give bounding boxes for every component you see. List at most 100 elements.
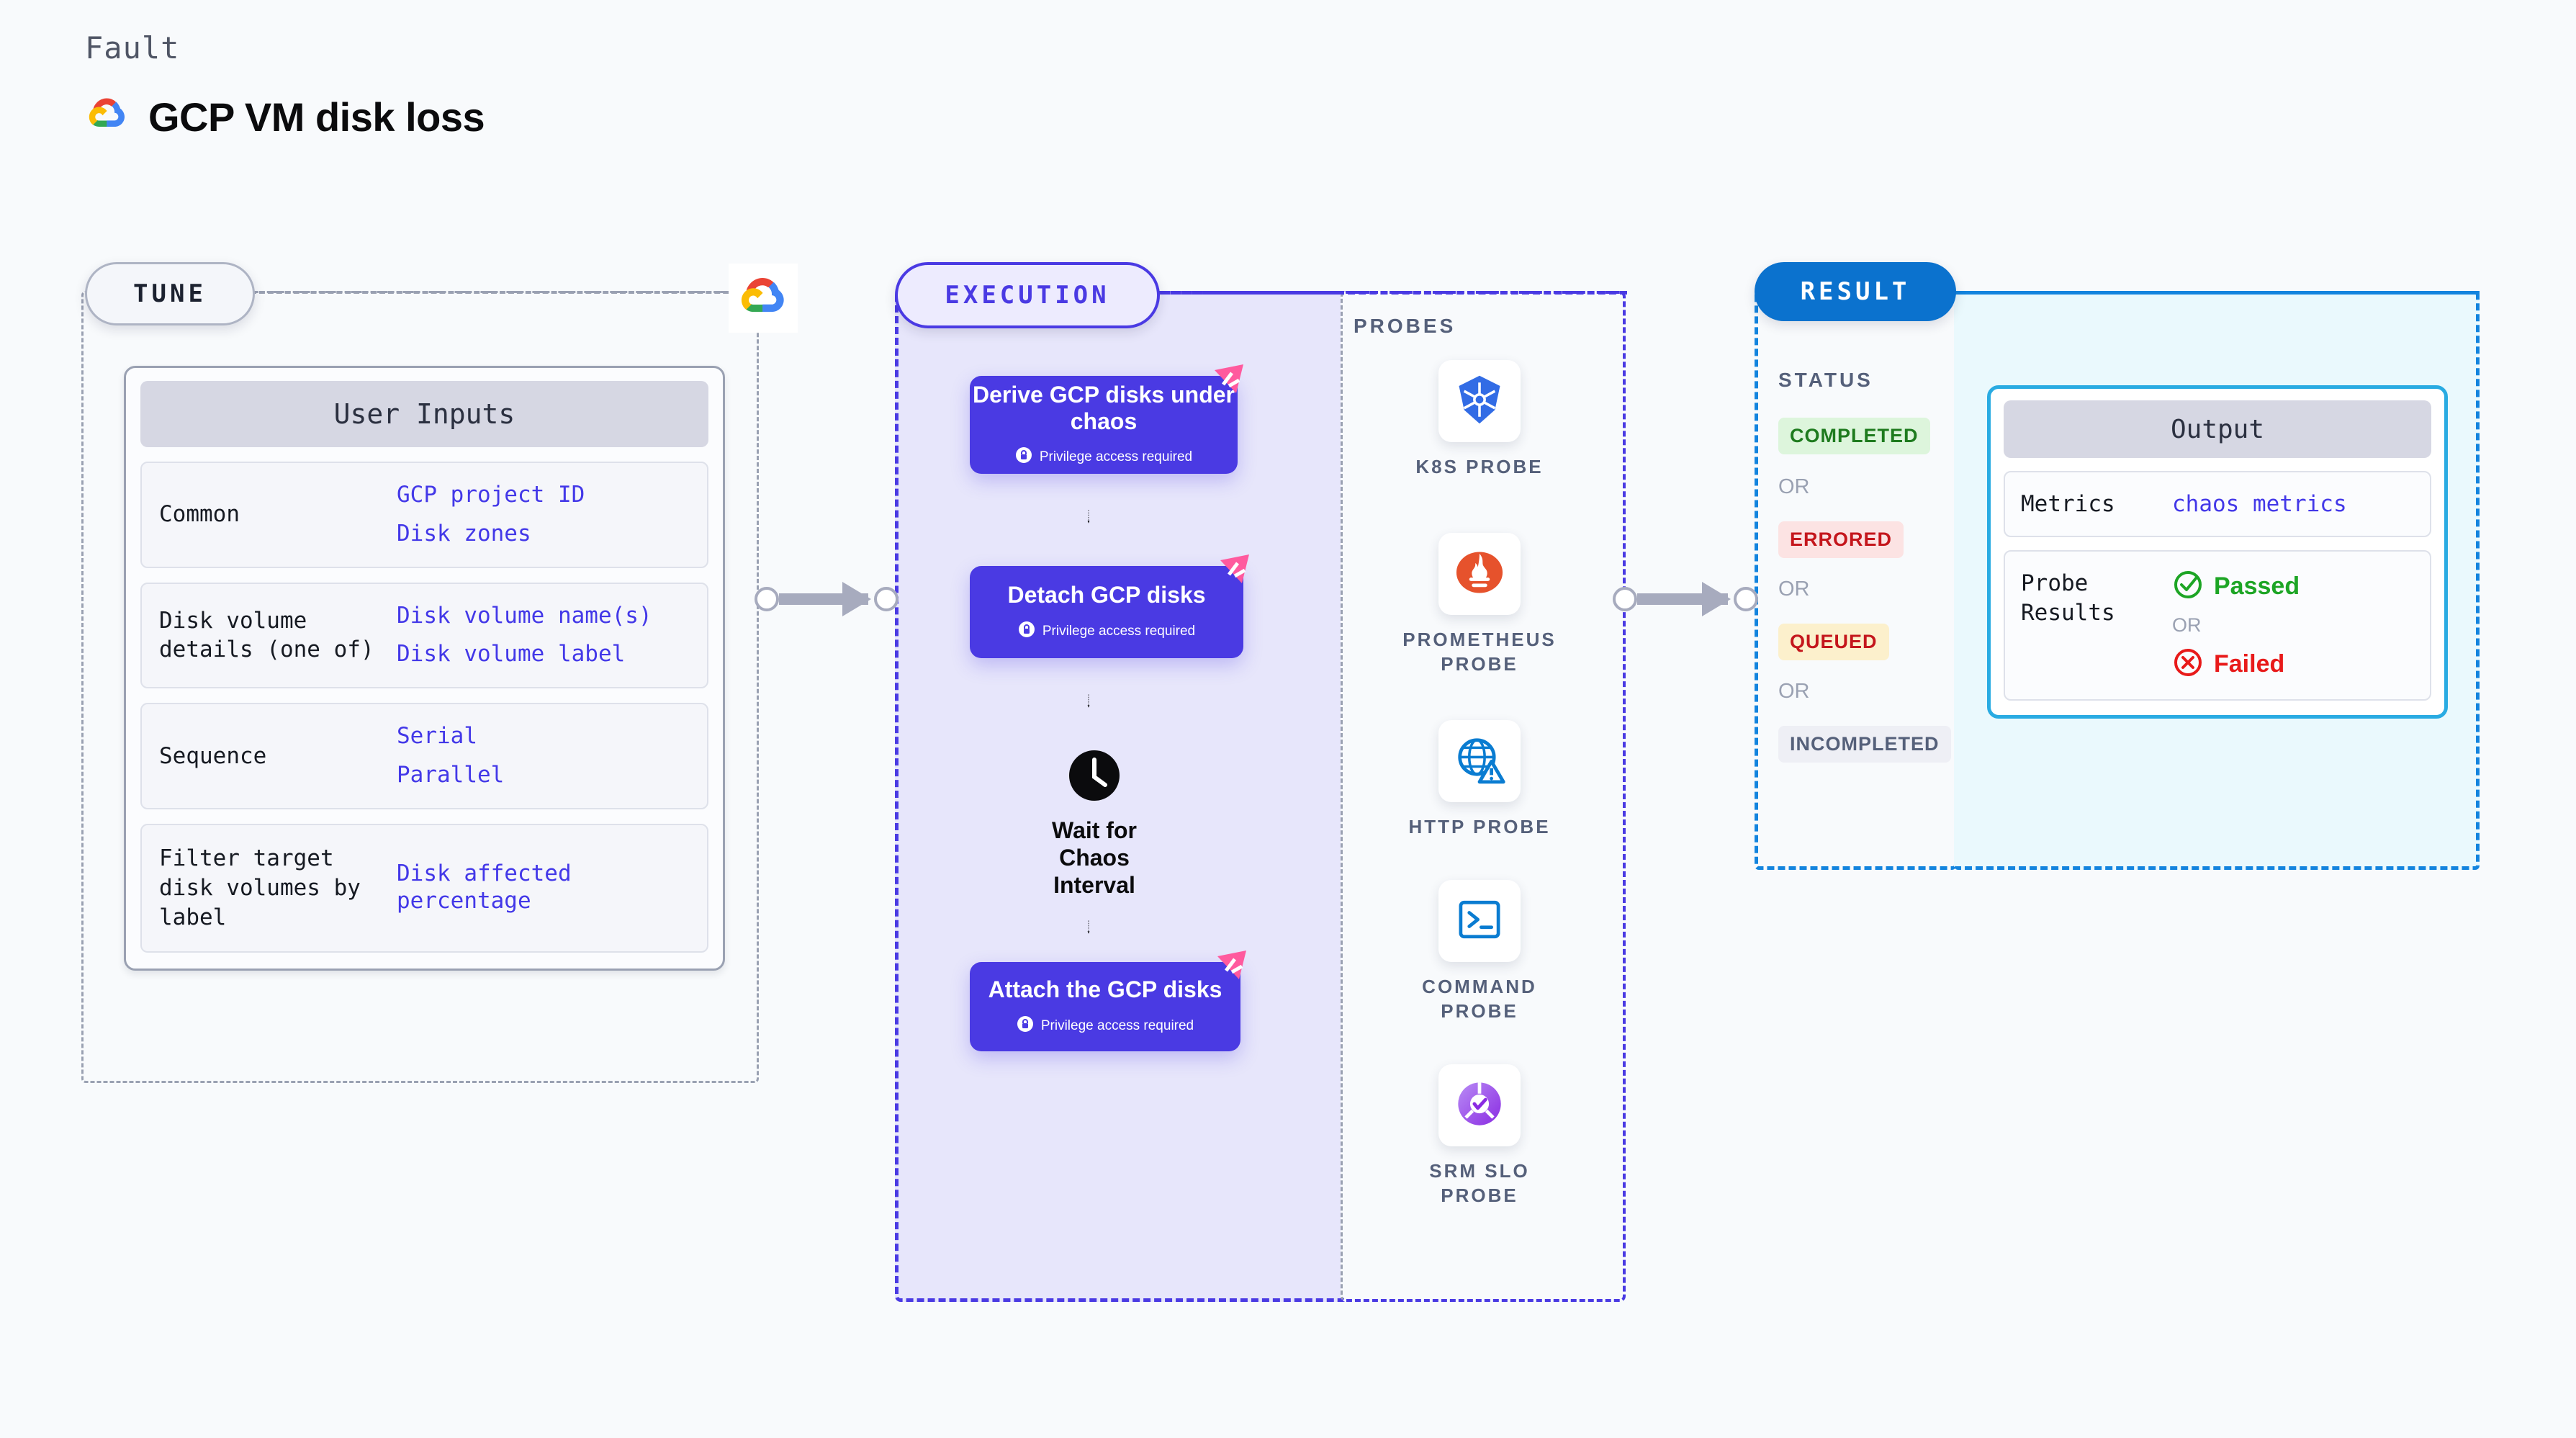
probe-item-command[interactable]: COMMAND PROBE bbox=[1397, 880, 1562, 1024]
status-or: OR bbox=[1778, 578, 1810, 601]
output-probe-results-row[interactable]: Probe Results Passed OR bbox=[2004, 550, 2431, 701]
privilege-text: Privilege access required bbox=[1040, 1017, 1194, 1033]
page-title: GCP VM disk loss bbox=[148, 94, 485, 140]
connector-start-dot bbox=[1613, 587, 1637, 611]
row-label: Filter target disk volumes by label bbox=[159, 845, 361, 930]
probe-label: COMMAND PROBE bbox=[1422, 976, 1537, 1022]
http-globe-icon bbox=[1452, 732, 1507, 791]
probe-label: PROMETHEUS PROBE bbox=[1402, 629, 1557, 675]
row-label: Common bbox=[159, 501, 240, 528]
stage-badge-result[interactable]: RESULT bbox=[1755, 262, 1956, 321]
status-badge-queued[interactable]: QUEUED bbox=[1778, 624, 1889, 660]
connector-end-dot bbox=[1734, 587, 1758, 611]
fault-kicker: Fault bbox=[85, 30, 180, 66]
probe-tile bbox=[1438, 360, 1521, 442]
row-value[interactable]: Disk affected percentage bbox=[397, 860, 572, 915]
kubernetes-icon bbox=[1452, 372, 1507, 431]
probe-label: K8S PROBE bbox=[1415, 456, 1544, 477]
row-value[interactable]: Disk zones bbox=[397, 520, 531, 547]
flow-arrow-icon bbox=[1087, 694, 1090, 708]
stage-badge-tune[interactable]: TUNE bbox=[85, 262, 255, 325]
srm-slo-icon bbox=[1452, 1077, 1507, 1135]
title-row: GCP VM disk loss bbox=[85, 93, 485, 141]
user-input-row[interactable]: Filter target disk volumes by label Disk… bbox=[140, 823, 708, 953]
chaos-fault-marker-icon bbox=[1207, 360, 1248, 400]
terminal-icon bbox=[1452, 892, 1507, 951]
row-value[interactable]: Disk volume label bbox=[397, 641, 626, 668]
probe-result-passed: Passed bbox=[2172, 569, 2300, 604]
privilege-note: Privilege access required bbox=[1018, 621, 1195, 642]
chaos-fault-marker-icon bbox=[1213, 550, 1253, 590]
output-metrics-row[interactable]: Metrics chaos metrics bbox=[2004, 471, 2431, 538]
flow-arrow-icon bbox=[1087, 920, 1090, 934]
status-badge-incompleted[interactable]: INCOMPLETED bbox=[1778, 726, 1951, 763]
connector-end-dot bbox=[874, 587, 899, 611]
result-status-panel bbox=[1755, 291, 1956, 870]
lock-icon bbox=[1015, 446, 1032, 468]
node-title: Derive GCP disks under chaos bbox=[973, 381, 1235, 434]
probe-tile bbox=[1438, 533, 1521, 615]
probes-label: PROBES bbox=[1354, 315, 1456, 337]
probe-item-k8s[interactable]: K8S PROBE bbox=[1397, 360, 1562, 480]
result-connector-line bbox=[1954, 291, 2480, 295]
connector-tune-to-execution bbox=[755, 576, 899, 622]
prometheus-icon bbox=[1452, 545, 1507, 603]
status-badge-completed[interactable]: COMPLETED bbox=[1778, 418, 1930, 454]
privilege-text: Privilege access required bbox=[1039, 449, 1193, 465]
probe-item-srm-slo[interactable]: SRM SLO PROBE bbox=[1397, 1064, 1562, 1208]
row-value[interactable]: Serial bbox=[397, 723, 477, 750]
user-inputs-title: User Inputs bbox=[140, 381, 708, 447]
output-card: Output Metrics chaos metrics Probe Resul… bbox=[1987, 385, 2448, 719]
user-inputs-card: User Inputs Common GCP project ID Disk z… bbox=[124, 366, 725, 971]
connector-arrowhead-icon bbox=[1702, 582, 1731, 616]
row-label: Sequence bbox=[159, 742, 267, 769]
connector-arrowhead-icon bbox=[842, 582, 871, 616]
user-input-row[interactable]: Sequence Serial Parallel bbox=[140, 703, 708, 809]
probe-result-failed: Failed bbox=[2172, 647, 2300, 682]
chaos-fault-marker-icon bbox=[1210, 946, 1251, 987]
privilege-text: Privilege access required bbox=[1042, 623, 1196, 639]
execution-connector-line bbox=[1152, 291, 1627, 295]
node-title: Detach GCP disks bbox=[1007, 582, 1206, 608]
user-input-row[interactable]: Disk volume details (one of) Disk volume… bbox=[140, 582, 708, 689]
flow-arrow-icon bbox=[1087, 510, 1090, 523]
metrics-label: Metrics bbox=[2021, 491, 2115, 517]
row-value[interactable]: GCP project ID bbox=[397, 482, 585, 508]
check-circle-icon bbox=[2172, 569, 2204, 604]
probe-item-prometheus[interactable]: PROMETHEUS PROBE bbox=[1397, 533, 1562, 677]
execution-wait-node[interactable]: Wait for Chaos Interval bbox=[1015, 749, 1174, 899]
user-input-row[interactable]: Common GCP project ID Disk zones bbox=[140, 462, 708, 568]
lock-icon bbox=[1018, 621, 1035, 642]
row-value[interactable]: Disk volume name(s) bbox=[397, 602, 652, 629]
passed-text: Passed bbox=[2214, 572, 2300, 601]
probe-label: HTTP PROBE bbox=[1408, 816, 1551, 837]
lock-icon bbox=[1017, 1015, 1034, 1037]
node-title: Attach the GCP disks bbox=[988, 976, 1222, 1003]
probe-tile bbox=[1438, 720, 1521, 802]
probe-item-http[interactable]: HTTP PROBE bbox=[1397, 720, 1562, 840]
status-or: OR bbox=[1778, 475, 1810, 498]
row-label: Disk volume details (one of) bbox=[159, 607, 374, 663]
connector-start-dot bbox=[755, 587, 779, 611]
node-title: Wait for Chaos Interval bbox=[1052, 817, 1137, 898]
probe-results-label: Probe Results bbox=[2021, 570, 2115, 626]
tune-connector-line bbox=[251, 291, 755, 294]
probe-tile bbox=[1438, 880, 1521, 962]
execution-node[interactable]: Detach GCP disks Privilege access requir… bbox=[970, 554, 1249, 658]
probe-label: SRM SLO PROBE bbox=[1429, 1160, 1530, 1206]
metrics-value[interactable]: chaos metrics bbox=[2172, 491, 2347, 518]
page-header: Fault GCP VM disk loss bbox=[85, 30, 485, 141]
probe-tile bbox=[1438, 1064, 1521, 1146]
status-badge-errored[interactable]: ERRORED bbox=[1778, 521, 1904, 558]
execution-node[interactable]: Derive GCP disks under chaos Privilege a… bbox=[970, 364, 1243, 474]
x-circle-icon bbox=[2172, 647, 2204, 682]
status-or: OR bbox=[1778, 680, 1810, 703]
privilege-note: Privilege access required bbox=[1015, 446, 1192, 468]
status-label: STATUS bbox=[1778, 369, 1873, 391]
stage-badge-execution[interactable]: EXECUTION bbox=[895, 262, 1160, 328]
failed-text: Failed bbox=[2214, 650, 2285, 678]
output-title: Output bbox=[2004, 400, 2431, 458]
privilege-note: Privilege access required bbox=[1017, 1015, 1194, 1037]
execution-node[interactable]: Attach the GCP disks Privilege access re… bbox=[970, 951, 1246, 1051]
row-value[interactable]: Parallel bbox=[397, 762, 505, 788]
